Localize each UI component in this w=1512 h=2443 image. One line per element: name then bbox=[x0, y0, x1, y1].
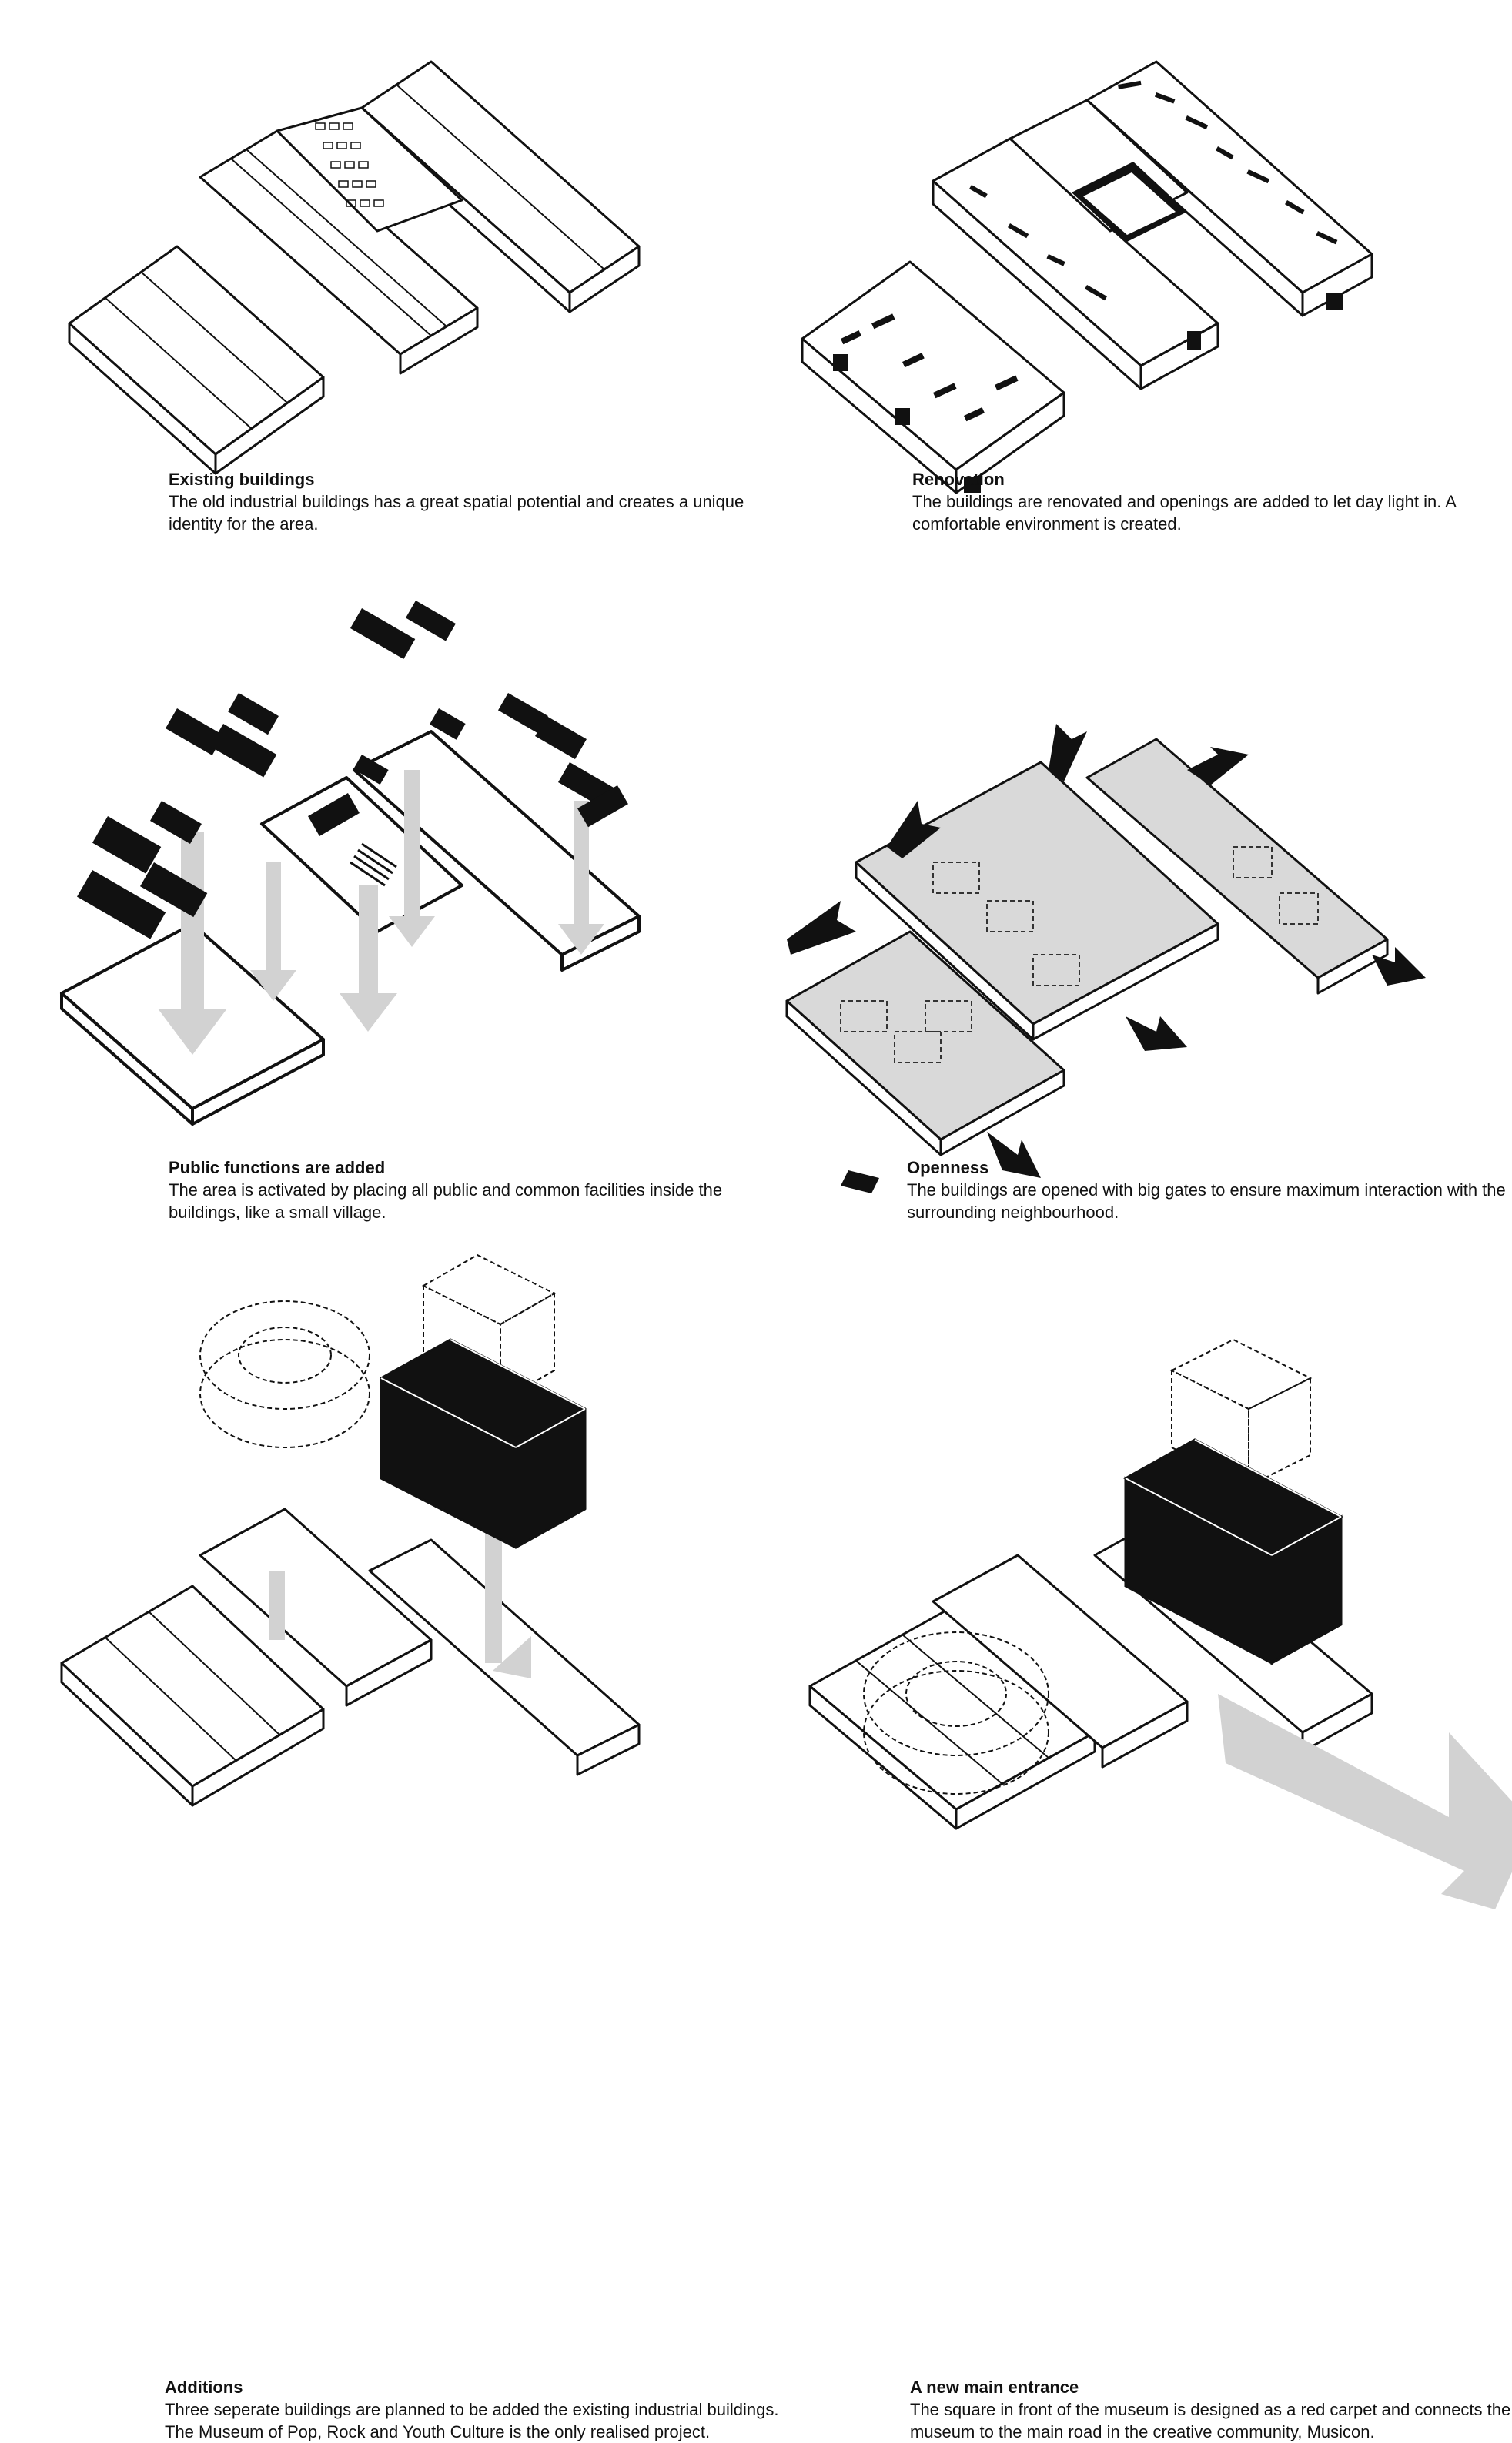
caption-renovation: Renovation The buildings are renovated a… bbox=[912, 468, 1512, 535]
panel-openness: Openness The buildings are opened with b… bbox=[756, 570, 1512, 1240]
additions-diagram bbox=[60, 1253, 641, 1807]
caption-title: Additions bbox=[165, 2378, 243, 2397]
caption-text: The buildings are opened with big gates … bbox=[907, 1180, 1506, 1222]
caption-openness: Openness The buildings are opened with b… bbox=[907, 1156, 1512, 1223]
panel-renovation: Renovation The buildings are renovated a… bbox=[756, 0, 1512, 570]
caption-title: Openness bbox=[907, 1158, 989, 1177]
caption-new-main-entrance: A new main entrance The square in front … bbox=[910, 2376, 1512, 2443]
caption-text: Three seperate buildings are planned to … bbox=[165, 2400, 779, 2441]
panel-public-functions: Public functions are added The area is a… bbox=[0, 570, 756, 1240]
renovation-diagram bbox=[801, 60, 1373, 494]
caption-additions: Additions Three seperate buildings are p… bbox=[165, 2376, 781, 2443]
caption-title: Existing buildings bbox=[169, 470, 315, 489]
panel-new-main-entrance: A new main entrance The square in front … bbox=[756, 1240, 1512, 2441]
caption-text: The area is activated by placing all pub… bbox=[169, 1180, 723, 1222]
new-main-entrance-diagram bbox=[808, 1338, 1512, 1909]
caption-title: Renovation bbox=[912, 470, 1005, 489]
panel-existing-buildings: Existing buildings The old industrial bu… bbox=[0, 0, 756, 570]
panel-additions: Additions Three seperate buildings are p… bbox=[0, 1240, 778, 2441]
caption-text: The square in front of the museum is des… bbox=[910, 2400, 1511, 2441]
openness-diagram bbox=[785, 724, 1426, 1193]
existing-buildings-diagram bbox=[68, 60, 641, 475]
caption-existing-buildings: Existing buildings The old industrial bu… bbox=[169, 468, 784, 535]
caption-text: The old industrial buildings has a great… bbox=[169, 492, 744, 534]
caption-title: A new main entrance bbox=[910, 2378, 1079, 2397]
caption-title: Public functions are added bbox=[169, 1158, 386, 1177]
public-functions-diagram bbox=[60, 601, 641, 1126]
caption-text: The buildings are renovated and openings… bbox=[912, 492, 1456, 534]
caption-public-functions: Public functions are added The area is a… bbox=[169, 1156, 784, 1223]
